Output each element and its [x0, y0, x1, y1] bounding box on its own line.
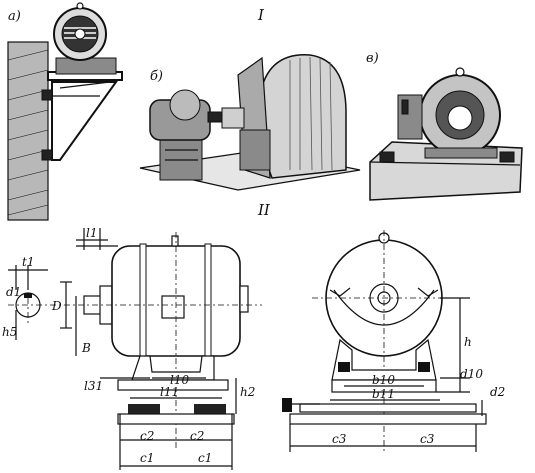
part-II-label: II: [257, 201, 271, 219]
fig-b-label: б): [150, 69, 163, 84]
dim-c2-right: c2: [190, 429, 204, 443]
motor-side-view: l1 t1 d1 D h5 B l31 l10 l11 h2 c2 c2 c1 …: [2, 226, 262, 470]
dim-l31: l31: [84, 379, 103, 393]
dim-l10: l10: [170, 373, 189, 387]
dim-h2: h2: [240, 385, 255, 399]
wall-mounted-motor: [7, 2, 123, 221]
dim-B: B: [81, 341, 91, 355]
dim-t1: t1: [22, 255, 34, 269]
dim-d2: d2: [490, 385, 505, 399]
motor-with-fan: [139, 54, 361, 191]
fig-v-label: в): [366, 51, 379, 66]
dim-c3-right: c3: [420, 432, 435, 446]
motor-on-base: [369, 67, 523, 201]
fig-a-label: а): [8, 9, 21, 24]
motor-front-view: h b10 d10 b11 d2 c3 c3: [282, 230, 505, 454]
dim-d10: d10: [460, 367, 483, 381]
dim-l1: l1: [86, 226, 97, 240]
dim-b11: b11: [372, 387, 395, 401]
dim-c1-left: c1: [140, 451, 154, 465]
dim-c2-left: c2: [140, 429, 154, 443]
dim-h: h: [464, 335, 472, 349]
dim-D: D: [51, 299, 62, 313]
part-I-label: I: [257, 6, 265, 24]
dim-d1: d1: [6, 285, 21, 299]
dim-c3-left: c3: [332, 432, 347, 446]
dim-c1-right: c1: [198, 451, 212, 465]
dim-b10: b10: [372, 373, 395, 387]
dim-l11: l11: [160, 385, 179, 399]
dim-h5: h5: [2, 325, 17, 339]
